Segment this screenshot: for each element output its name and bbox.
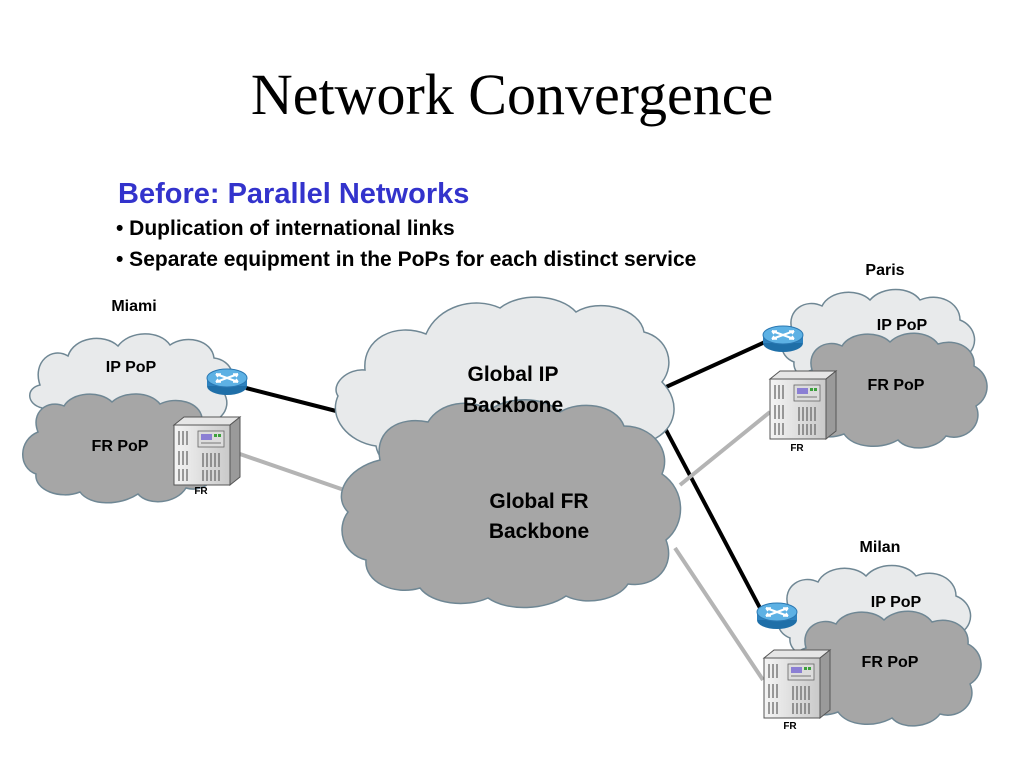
fr-link-paris — [678, 410, 772, 487]
bullet-duplication: • Duplication of international links — [116, 217, 455, 240]
ip-link-paris — [654, 340, 766, 394]
ip-link-milan — [664, 429, 762, 609]
paris-fr-pop-label: FR PoP — [868, 377, 925, 394]
pop-paris: Paris IP PoP FR PoP FR — [762, 262, 988, 454]
ip-link-miami — [245, 386, 341, 414]
city-label-miami: Miami — [111, 298, 156, 315]
slide-title: Network Convergence — [250, 62, 774, 127]
paris-ip-pop-label: IP PoP — [877, 317, 928, 334]
fr-switch-icon — [769, 370, 837, 440]
fr-switch-icon — [763, 649, 831, 719]
milan-ip-pop-label: IP PoP — [871, 594, 922, 611]
global-fr-label-line1: Global FR — [489, 490, 588, 513]
router-icon — [756, 602, 798, 630]
pop-milan: Milan IP PoP FR PoP FR — [756, 539, 982, 732]
city-label-paris: Paris — [865, 262, 904, 279]
slide-subtitle: Before: Parallel Networks — [118, 178, 470, 210]
fr-link-miami — [236, 451, 351, 494]
pop-miami: Miami IP PoP FR PoP FR — [22, 298, 248, 504]
ip-links — [245, 340, 766, 609]
global-ip-label-line2: Backbone — [463, 394, 563, 417]
milan-fr-device-label: FR — [783, 721, 797, 732]
global-fr-label-line2: Backbone — [489, 520, 589, 543]
backbones: Global IP Backbone Global FR Backbone — [334, 296, 682, 609]
bullet-separate-equipment: • Separate equipment in the PoPs for eac… — [116, 248, 697, 271]
router-icon — [762, 325, 804, 353]
miami-fr-device-label: FR — [194, 486, 208, 497]
miami-ip-pop-label: IP PoP — [106, 359, 157, 376]
fr-switch-icon — [173, 416, 241, 486]
city-label-milan: Milan — [860, 539, 901, 556]
paris-fr-device-label: FR — [790, 443, 804, 454]
global-fr-backbone-cloud — [340, 399, 682, 609]
fr-links — [236, 410, 772, 682]
milan-fr-pop-label: FR PoP — [862, 654, 919, 671]
global-ip-label-line1: Global IP — [467, 363, 558, 386]
miami-fr-pop-label: FR PoP — [92, 438, 149, 455]
router-icon — [206, 368, 248, 396]
fr-link-milan — [673, 546, 765, 682]
